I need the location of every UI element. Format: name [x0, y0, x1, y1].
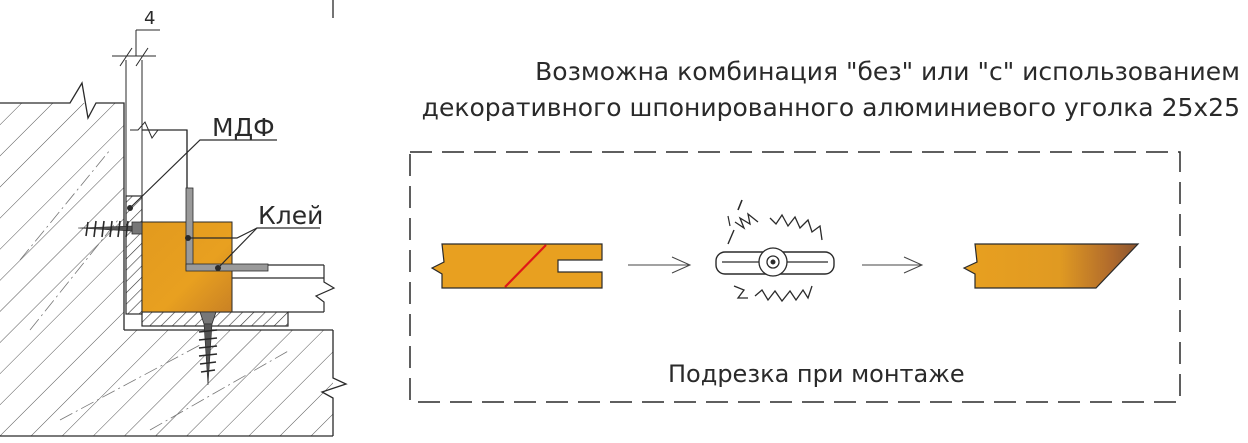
circular-saw-icon: [715, 199, 835, 303]
caption-line-2: декоративного шпонированного алюминиевог…: [421, 93, 1240, 122]
arrow-right-icon: [862, 256, 924, 274]
arrow-right-icon: [628, 256, 692, 274]
mdf-label: МДФ: [212, 113, 275, 142]
wall-section: 4 МДФ Клей: [0, 0, 348, 437]
dimension-label: 4: [144, 8, 155, 29]
glue-leader-2: [217, 227, 258, 269]
screw-horizontal: [77, 220, 143, 238]
glue-leader-1: [188, 227, 320, 239]
caption-line-1: Возможна комбинация "без" или "с" исполь…: [535, 57, 1240, 86]
dimension-marker: [112, 29, 160, 67]
mdf-leader: [129, 139, 277, 209]
glue-label: Клей: [258, 201, 323, 230]
process-frame: [409, 151, 1181, 403]
board-after-cut: [962, 243, 1140, 289]
wall-hatch: [0, 103, 333, 436]
board-before-cut: [430, 243, 603, 289]
process-caption: Подрезка при монтаже: [668, 360, 965, 388]
screw-vertical: [198, 311, 218, 386]
mdf-vertical: [125, 195, 143, 315]
cut-line: [504, 244, 547, 288]
aluminium-angle: [185, 187, 269, 272]
